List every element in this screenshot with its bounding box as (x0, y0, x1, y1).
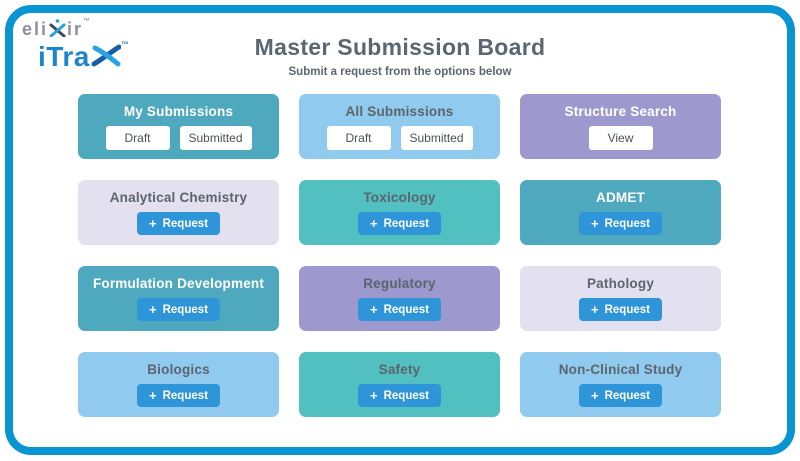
card-biologics: Biologics + Request (78, 352, 279, 417)
request-button-label: Request (162, 303, 208, 316)
card-title: Safety (378, 362, 421, 377)
request-button-label: Request (162, 389, 208, 402)
request-button-biologics[interactable]: + Request (137, 384, 220, 407)
plus-icon: + (591, 387, 599, 403)
card-toxicology: Toxicology + Request (299, 180, 500, 245)
request-button-label: Request (383, 217, 429, 230)
card-button-row: + Request (358, 212, 441, 235)
card-title: Regulatory (363, 276, 436, 291)
request-button-label: Request (604, 389, 650, 402)
card-title: Pathology (586, 276, 655, 291)
card-button-row: View (588, 125, 653, 150)
card-analytical-chemistry: Analytical Chemistry + Request (78, 180, 279, 245)
itrax-text: iTra (38, 40, 90, 72)
card-button-row: + Request (137, 212, 220, 235)
card-button-row: Draft Submitted (326, 125, 473, 150)
card-button-row: Draft Submitted (105, 125, 252, 150)
request-button-label: Request (604, 217, 650, 230)
card-safety: Safety+ Request (299, 352, 500, 417)
all-submissions-submitted-button[interactable]: Submitted (400, 125, 473, 150)
card-title: Structure Search (564, 103, 677, 119)
request-button-label: Request (383, 303, 429, 316)
elixir-x-icon (49, 19, 66, 40)
plus-icon: + (149, 215, 157, 231)
plus-icon: + (149, 387, 157, 403)
card-button-row: + Request (579, 298, 662, 321)
elixir-text-post: ir (67, 18, 84, 39)
request-button-label: Request (383, 389, 429, 402)
page-title: Master Submission Board (254, 34, 546, 60)
card-button-row: + Request (137, 298, 220, 321)
structure-search-view-button[interactable]: View (588, 125, 653, 150)
card-button-row: + Request (358, 384, 441, 407)
plus-icon: + (149, 301, 157, 317)
all-submissions-draft-button[interactable]: Draft (326, 125, 391, 150)
request-button-regulatory[interactable]: + Request (358, 298, 441, 321)
card-title: Non-Clinical Study (558, 362, 683, 377)
card-title: All Submissions (345, 103, 454, 119)
card-title: My Submissions (123, 103, 234, 119)
elixir-itrax-logo: eli ir ™ iTra ™ (22, 18, 129, 71)
page-header: Master Submission Board Submit a request… (0, 34, 800, 78)
itrax-wordmark: iTra ™ (38, 39, 130, 73)
card-regulatory: Regulatory + Request (299, 266, 500, 331)
card-title: Biologics (147, 362, 210, 377)
request-button-label: Request (604, 303, 650, 316)
page-subtitle: Submit a request from the options below (288, 66, 512, 78)
card-formulation-development: Formulation Development + Request (78, 266, 279, 331)
card-title: ADMET (596, 190, 645, 205)
card-non-clinical-study: Non-Clinical Study + Request (520, 352, 721, 417)
card-title: Formulation Development (92, 276, 265, 291)
my-submissions-draft-button[interactable]: Draft (105, 125, 170, 150)
itrax-trademark: ™ (120, 39, 130, 49)
card-button-row: + Request (579, 212, 662, 235)
elixir-trademark: ™ (83, 18, 91, 25)
card-pathology: Pathology + Request (520, 266, 721, 331)
request-button-toxicology[interactable]: + Request (358, 212, 441, 235)
plus-icon: + (370, 387, 378, 403)
plus-icon: + (591, 215, 599, 231)
request-button-label: Request (162, 217, 208, 230)
card-title: Toxicology (363, 190, 436, 205)
request-button-formulation-development[interactable]: + Request (137, 298, 220, 321)
my-submissions-submitted-button[interactable]: Submitted (179, 125, 252, 150)
plus-icon: + (591, 301, 599, 317)
request-button-analytical-chemistry[interactable]: + Request (137, 212, 220, 235)
card-button-row: + Request (137, 384, 220, 407)
card-button-row: + Request (358, 298, 441, 321)
itrax-x-icon (91, 44, 122, 73)
request-button-safety[interactable]: + Request (358, 384, 441, 407)
request-button-pathology[interactable]: + Request (579, 298, 662, 321)
plus-icon: + (370, 215, 378, 231)
elixir-text-pre: eli (22, 18, 49, 39)
elixir-wordmark: eli ir ™ (22, 18, 129, 39)
card-title: Analytical Chemistry (109, 190, 248, 205)
card-admet: ADMET + Request (520, 180, 721, 245)
plus-icon: + (370, 301, 378, 317)
card-button-row: + Request (579, 384, 662, 407)
request-button-non-clinical-study[interactable]: + Request (579, 384, 662, 407)
request-button-admet[interactable]: + Request (579, 212, 662, 235)
